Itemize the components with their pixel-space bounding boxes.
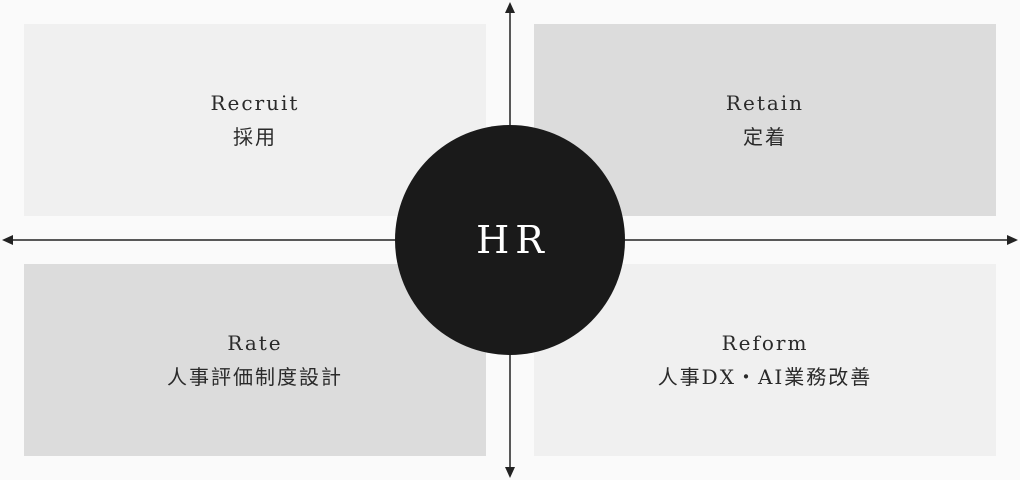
arrow-left-icon [2,235,13,245]
quadrant-recruit: Recruit 採用 [24,24,486,216]
quadrant-rate-subtitle: 人事評価制度設計 [167,365,343,389]
quadrant-recruit-title: Recruit [210,91,300,115]
quadrant-recruit-subtitle: 採用 [233,125,277,149]
quadrant-rate-title: Rate [227,331,283,355]
arrow-right-icon [1007,235,1018,245]
quadrant-reform-title: Reform [721,331,809,355]
quadrant-reform-subtitle: 人事DX・AI業務改善 [657,365,873,389]
quadrant-reform: Reform 人事DX・AI業務改善 [534,264,996,456]
arrow-down-icon [505,467,515,478]
quadrant-retain-title: Retain [725,91,805,115]
arrow-up-icon [505,2,515,13]
hub-label: HR [476,218,550,262]
quadrant-retain-subtitle: 定着 [743,125,787,149]
quadrant-retain: Retain 定着 [534,24,996,216]
hr-hub-circle: HR [395,125,625,355]
